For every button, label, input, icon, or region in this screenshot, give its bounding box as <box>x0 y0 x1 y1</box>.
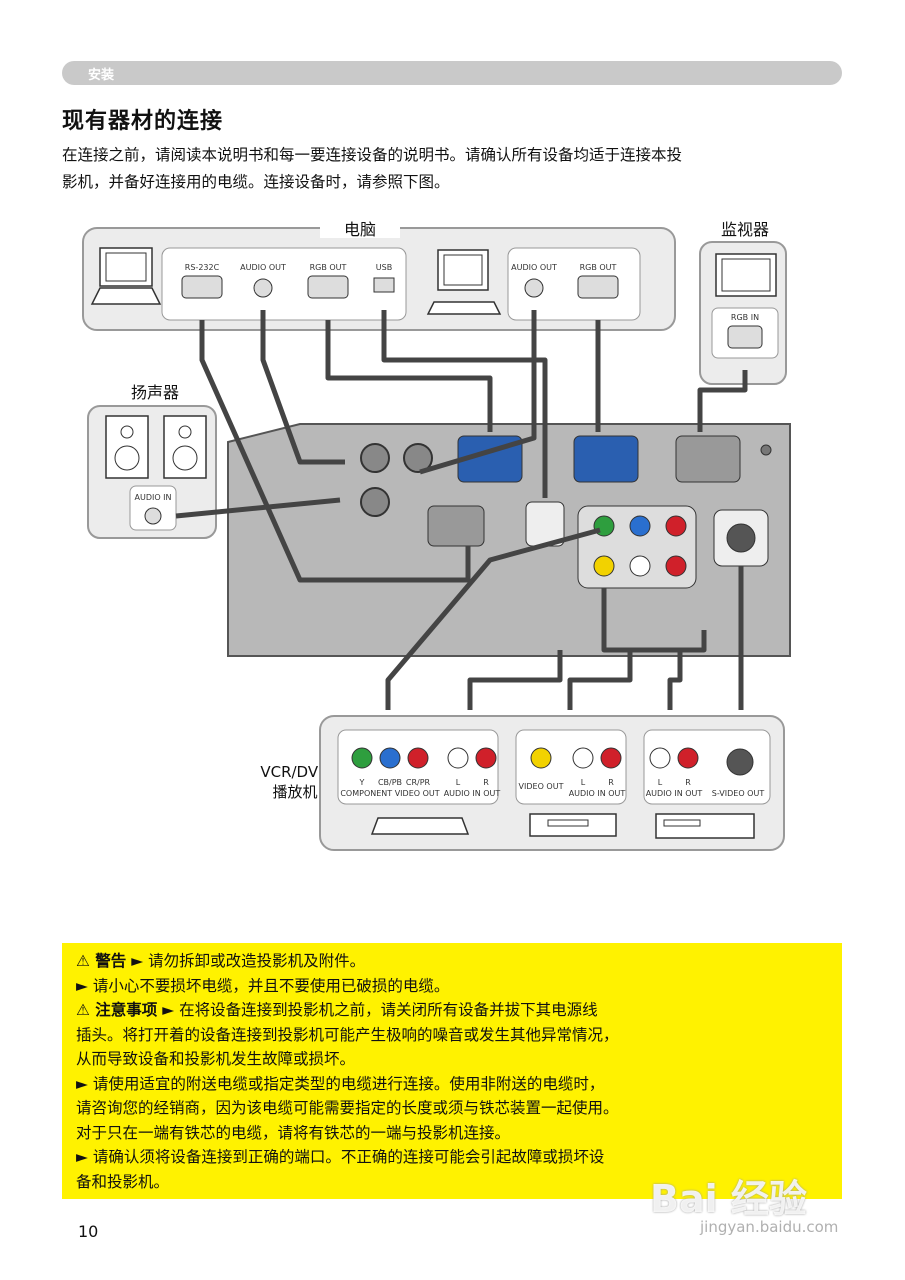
port-l-1: L <box>456 778 461 787</box>
laptop-icon <box>90 247 162 305</box>
dvd-player-icon <box>370 817 470 835</box>
port-audio-in-out-2: AUDIO IN OUT <box>569 789 626 798</box>
port-cr: CR/PR <box>406 778 431 787</box>
vcr-label-2: 播放机 <box>272 783 317 801</box>
caution-line-2: 插头。将打开着的设备连接到投影机可能产生极响的噪音或发生其他异常情况， <box>76 1025 619 1044</box>
speaker-icon <box>105 415 207 479</box>
intro-line-2: 影机，并备好连接用的电缆。连接设备时，请参照下图。 <box>62 173 450 191</box>
section-bar <box>62 61 842 85</box>
caution-line-5: 请咨询您的经销商，因为该电缆可能需要指定的长度或须与铁芯装置一起使用。 <box>76 1099 619 1117</box>
warning-keyword: ⚠ 警告 <box>76 952 127 970</box>
caution-line-7: ► 请确认须将设备连接到正确的端口。不正确的连接可能会引起故障或损坏设 <box>76 1148 605 1166</box>
warning-box: ⚠ 警告 ► 请勿拆卸或改造投影机及附件。 ► 请小心不要损坏电缆，并且不要使用… <box>62 943 842 1199</box>
port-rgb-out-1: RGB OUT <box>310 263 347 272</box>
port-audio-out-1: AUDIO OUT <box>240 263 286 272</box>
dvd-vcr-combo-icon <box>655 813 755 839</box>
monitor-label: 监视器 <box>721 220 769 239</box>
caution-line-1: ⚠ 注意事项 ► 在将设备连接到投影机之前，请关闭所有设备并拔下其电源线 <box>76 1001 598 1019</box>
warning-line-1: ⚠ 警告 ► 请勿拆卸或改造投影机及附件。 <box>76 952 366 970</box>
intro-line-1: 在连接之前，请阅读本说明书和每一要连接设备的说明书。请确认所有设备均适于连接本投 <box>62 146 683 164</box>
port-rgb-in: RGB IN <box>731 313 759 322</box>
vcr-label-1: VCR/DVD <box>260 763 329 781</box>
speaker-label: 扬声器 <box>131 383 179 402</box>
port-y: Y <box>359 778 365 787</box>
watermark-url: jingyan.baidu.com <box>700 1218 839 1236</box>
section-label: 安装 <box>88 68 115 83</box>
port-audio-in-out-3: AUDIO IN OUT <box>646 789 703 798</box>
connection-diagram: 电脑 RS-232C AUDIO OUT RGB OUT USB AUDIO O… <box>82 220 791 851</box>
monitor-icon <box>715 253 777 297</box>
port-audio-in-out-1: AUDIO IN OUT <box>444 789 501 798</box>
page-number: 10 <box>78 1222 99 1241</box>
port-audio-in: AUDIO IN <box>134 493 171 502</box>
desktop-computer-icon <box>426 249 502 315</box>
port-cb: CB/PB <box>378 778 402 787</box>
port-l-3: L <box>658 778 663 787</box>
port-s-video-out: S-VIDEO OUT <box>712 789 765 798</box>
port-r-2: R <box>608 778 614 787</box>
warning-line-2: ► 请小心不要损坏电缆，并且不要使用已破损的电缆。 <box>76 976 450 995</box>
intro-text: 在连接之前，请阅读本说明书和每一要连接设备的说明书。请确认所有设备均适于连接本投… <box>62 142 842 196</box>
port-rgb-out-2: RGB OUT <box>580 263 617 272</box>
port-usb: USB <box>376 263 392 272</box>
caution-line-3: 从而导致设备和投影机发生故障或损坏。 <box>76 1050 356 1068</box>
port-component-video-out: COMPONENT VIDEO OUT <box>340 789 439 798</box>
caution-line-4: ► 请使用适宜的附送电缆或指定类型的电缆进行连接。使用非附送的电缆时， <box>76 1074 605 1093</box>
vcr-icon <box>529 813 617 837</box>
port-r-1: R <box>483 778 489 787</box>
port-l-2: L <box>581 778 586 787</box>
port-r-3: R <box>685 778 691 787</box>
page-title: 现有器材的连接 <box>62 109 224 134</box>
watermark-brand: Bai 经验 <box>650 1177 807 1221</box>
caution-keyword: ⚠ 注意事项 <box>76 1001 158 1019</box>
port-rs232c: RS-232C <box>185 263 220 272</box>
computer-label: 电脑 <box>344 220 376 239</box>
port-video-out: VIDEO OUT <box>519 782 564 791</box>
port-audio-out-2: AUDIO OUT <box>511 263 557 272</box>
caution-line-6: 对于只在一端有铁芯的电缆，请将有铁芯的一端与投影机连接。 <box>76 1123 511 1142</box>
caution-line-8: 备和投影机。 <box>76 1172 170 1191</box>
